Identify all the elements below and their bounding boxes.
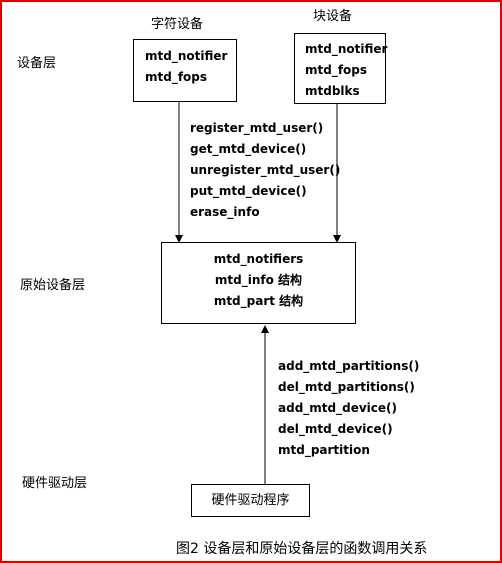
upper-function-list: register_mtd_user() get_mtd_device() unr…	[190, 118, 340, 223]
char-device-box: mtd_notifier mtd_fops	[133, 39, 237, 102]
char-device-header: 字符设备	[151, 17, 204, 32]
raw-device-box: mtd_notifiers mtd_info 结构 mtd_part 结构	[161, 242, 356, 324]
function-label: put_mtd_device()	[190, 184, 307, 198]
char-box-line: mtd_fops	[145, 70, 208, 84]
raw-device-layer-label: 原始设备层	[20, 278, 86, 293]
block-box-line: mtd_notifier	[305, 42, 388, 56]
function-label: register_mtd_user()	[190, 121, 324, 135]
device-layer-label: 设备层	[17, 56, 57, 71]
raw-box-line: mtd_info 结构	[214, 273, 303, 287]
function-label: del_mtd_device()	[278, 422, 393, 436]
block-device-header: 块设备	[313, 9, 353, 24]
block-box-line: mtdblks	[305, 84, 360, 98]
raw-box-line: mtd_part 结构	[213, 294, 304, 308]
raw-box-line: mtd_notifiers	[213, 252, 304, 266]
figure-caption: 图2 设备层和原始设备层的函数调用关系	[176, 541, 428, 557]
block-device-box: mtd_notifier mtd_fops mtdblks	[294, 33, 388, 104]
function-label: add_mtd_partitions()	[278, 359, 420, 373]
function-label: mtd_partition	[278, 443, 370, 457]
hardware-driver-layer-label: 硬件驱动层	[22, 476, 88, 491]
hardware-driver-box: 硬件驱动程序	[191, 484, 310, 517]
function-label: del_mtd_partitions()	[278, 380, 415, 394]
function-label: get_mtd_device()	[190, 142, 307, 156]
function-label: add_mtd_device()	[278, 401, 397, 415]
function-label: unregister_mtd_user()	[190, 163, 341, 177]
lower-function-list: add_mtd_partitions() del_mtd_partitions(…	[278, 356, 419, 461]
block-box-line: mtd_fops	[305, 63, 368, 77]
function-label: erase_info	[190, 205, 260, 219]
char-box-line: mtd_notifier	[145, 49, 228, 63]
